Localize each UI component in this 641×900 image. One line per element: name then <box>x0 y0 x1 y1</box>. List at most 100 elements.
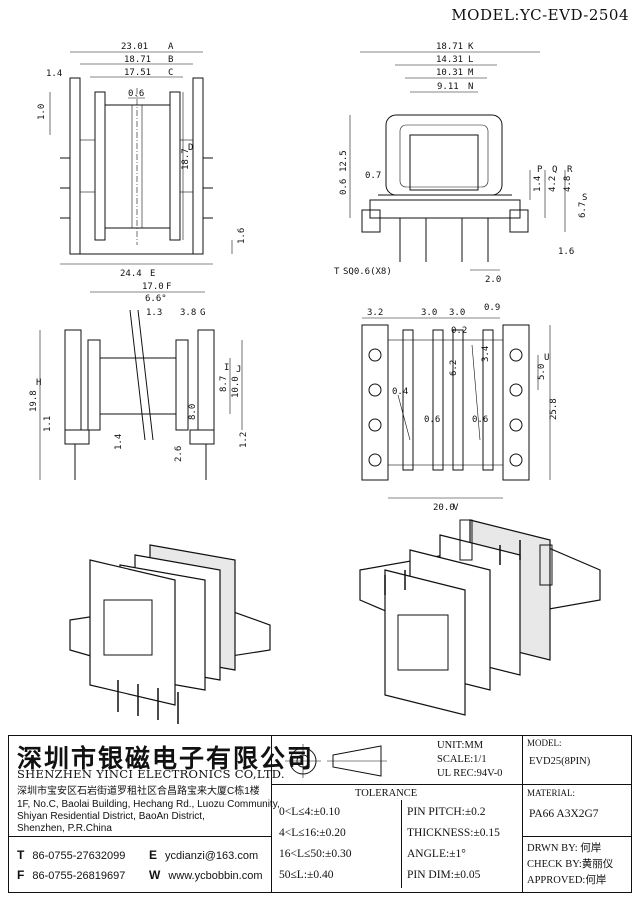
marker-r: R <box>567 165 573 175</box>
company-name-cn: 深圳市银磁电子有限公司 <box>17 744 315 773</box>
model-title: MODEL:YC-EVD-2504 <box>451 6 629 24</box>
dim-b-9: 0.4 <box>392 387 408 397</box>
marker-q: Q <box>552 165 557 175</box>
dim-side-13: 2.0 <box>485 275 501 285</box>
ul-rec: UL REC:94V-0 <box>437 768 503 779</box>
material-label: MATERIAL: <box>527 788 575 798</box>
dim-b-12: 25.8 <box>549 398 559 420</box>
marker-j: J <box>236 365 241 375</box>
bottom-view: 3.2 3.0 3.0 0.9 0.2 3.4 6.2 5.0 0.4 0.6 … <box>361 303 559 513</box>
dim-b-6: 3.4 <box>481 346 491 362</box>
tolerance-pin-dim: PIN DIM:±0.05 <box>407 869 481 881</box>
technical-drawing: 23.01 18.71 17.51 0.6 18.7 24.4 1.4 1.0 … <box>29 42 601 724</box>
marker-c: C <box>168 68 173 78</box>
dim-bf-2: 6.6° <box>145 294 167 304</box>
dim-front-9: 1.6 <box>237 228 247 244</box>
dim-front-5: 18.7 <box>181 148 191 170</box>
tel-number: 86-0755-27632099 <box>32 850 126 862</box>
dim-side-10: 4.8 <box>563 176 573 192</box>
company-address-cn: 深圳市宝安区石岩街道罗租社区合昌路宝来大厦C栋1楼 <box>17 786 260 797</box>
dim-bf-3: 1.3 <box>146 308 162 318</box>
marker-g: G <box>200 308 205 318</box>
tolerance-angle: ANGLE:±1° <box>407 848 466 860</box>
dim-bf-1: 17.0 <box>142 282 164 292</box>
isometric-front <box>69 544 271 724</box>
front-view: 23.01 18.71 17.51 0.6 18.7 24.4 1.4 1.0 … <box>37 42 247 279</box>
website[interactable]: www.ycbobbin.com <box>168 870 263 882</box>
marker-f: F <box>166 282 171 292</box>
dim-bf-8: 8.0 <box>188 404 198 420</box>
dim-side-8: 1.4 <box>533 176 543 192</box>
title-block: 深圳市银磁电子有限公司 SHENZHEN YINCI ELECTRONICS C… <box>8 735 632 893</box>
approved-by: APPROVED:何岸 <box>527 875 607 886</box>
marker-e: E <box>150 269 155 279</box>
dim-b-11: 0.6 <box>472 415 488 425</box>
dim-front-1: 23.01 <box>121 42 148 52</box>
marker-v: V <box>453 503 459 513</box>
model-value: EVD25(8PIN) <box>529 756 591 767</box>
bottom-front-view: 17.0 6.6° 1.3 3.8 19.8 8.7 10.0 8.0 1.1 … <box>29 282 249 480</box>
dim-side-7: 0.6 <box>339 179 349 195</box>
tolerance-range-3: 16<L≤50:±0.30 <box>279 848 352 860</box>
dim-side-11: 6.7 <box>578 202 588 218</box>
marker-i: I <box>224 363 229 373</box>
unit: UNIT:MM <box>437 740 484 751</box>
dim-b-1: 3.2 <box>367 308 383 318</box>
dim-b-5: 0.2 <box>451 326 467 336</box>
dim-b-8: 5.0 <box>537 364 547 380</box>
dim-side-6: 0.7 <box>365 171 381 181</box>
dim-b-3: 3.0 <box>449 308 465 318</box>
marker-s: S <box>582 193 587 203</box>
dim-bf-11: 2.6 <box>174 446 184 462</box>
marker-k: K <box>468 42 474 52</box>
company-address-en-1: 1F, No.C, Baolai Building, Hechang Rd., … <box>17 799 280 810</box>
dim-side-3: 10.31 <box>436 68 463 78</box>
fax-number: 86-0755-26819697 <box>32 870 126 882</box>
dim-b-7: 6.2 <box>449 360 459 376</box>
dim-side-12: 1.6 <box>558 247 574 257</box>
marker-a: A <box>168 42 174 52</box>
email-address[interactable]: ycdianzi@163.com <box>165 850 259 862</box>
company-address-en-3: Shenzhen, P.R.China <box>17 823 112 834</box>
dim-side-4: 9.11 <box>437 82 459 92</box>
material-value: PA66 A3X2G7 <box>529 808 599 820</box>
dim-b-10: 0.6 <box>424 415 440 425</box>
marker-d: D <box>188 143 193 153</box>
dim-front-3: 17.51 <box>124 68 151 78</box>
tolerance-range-2: 4<L≤16:±0.20 <box>279 827 346 839</box>
dim-bf-7: 10.0 <box>231 376 241 398</box>
dim-b-13: 20.0 <box>433 503 455 513</box>
tolerance-range-4: 50≤L:±0.40 <box>279 869 334 881</box>
dim-bf-12: 1.2 <box>239 432 249 448</box>
dim-front-6: 24.4 <box>120 269 142 279</box>
side-view: 18.71 14.31 10.31 9.11 12.5 0.7 0.6 1.4 … <box>334 42 588 285</box>
marker-b: B <box>168 55 173 65</box>
isometric-back <box>359 519 601 716</box>
check-by: CHECK BY:黄丽仪 <box>527 859 614 870</box>
marker-p: P <box>537 165 543 175</box>
dim-side-1: 18.71 <box>436 42 463 52</box>
dim-bf-5: 19.8 <box>29 390 39 412</box>
dim-bf-4: 3.8 <box>180 308 196 318</box>
marker-l: L <box>468 55 473 65</box>
dim-b-2: 3.0 <box>421 308 437 318</box>
tolerance-title: TOLERANCE <box>355 788 418 799</box>
tolerance-thickness: THICKNESS:±0.15 <box>407 827 500 839</box>
dim-front-4: 0.6 <box>128 89 144 99</box>
projection-symbol-icon <box>285 744 387 778</box>
dim-front-2: 18.71 <box>124 55 151 65</box>
marker-u: U <box>544 353 549 363</box>
dim-side-2: 14.31 <box>436 55 463 65</box>
company-address-en-2: Shiyan Residential District, BaoAn Distr… <box>17 811 205 822</box>
dim-side-9: 4.2 <box>548 176 558 192</box>
dim-bf-10: 1.4 <box>114 434 124 450</box>
tolerance-pin-pitch: PIN PITCH:±0.2 <box>407 806 486 818</box>
dim-bf-6: 8.7 <box>219 376 229 392</box>
dim-front-7: 1.4 <box>46 69 62 79</box>
dim-side-14: SQ0.6(X8) <box>343 267 392 277</box>
dim-front-8: 1.0 <box>37 104 47 120</box>
